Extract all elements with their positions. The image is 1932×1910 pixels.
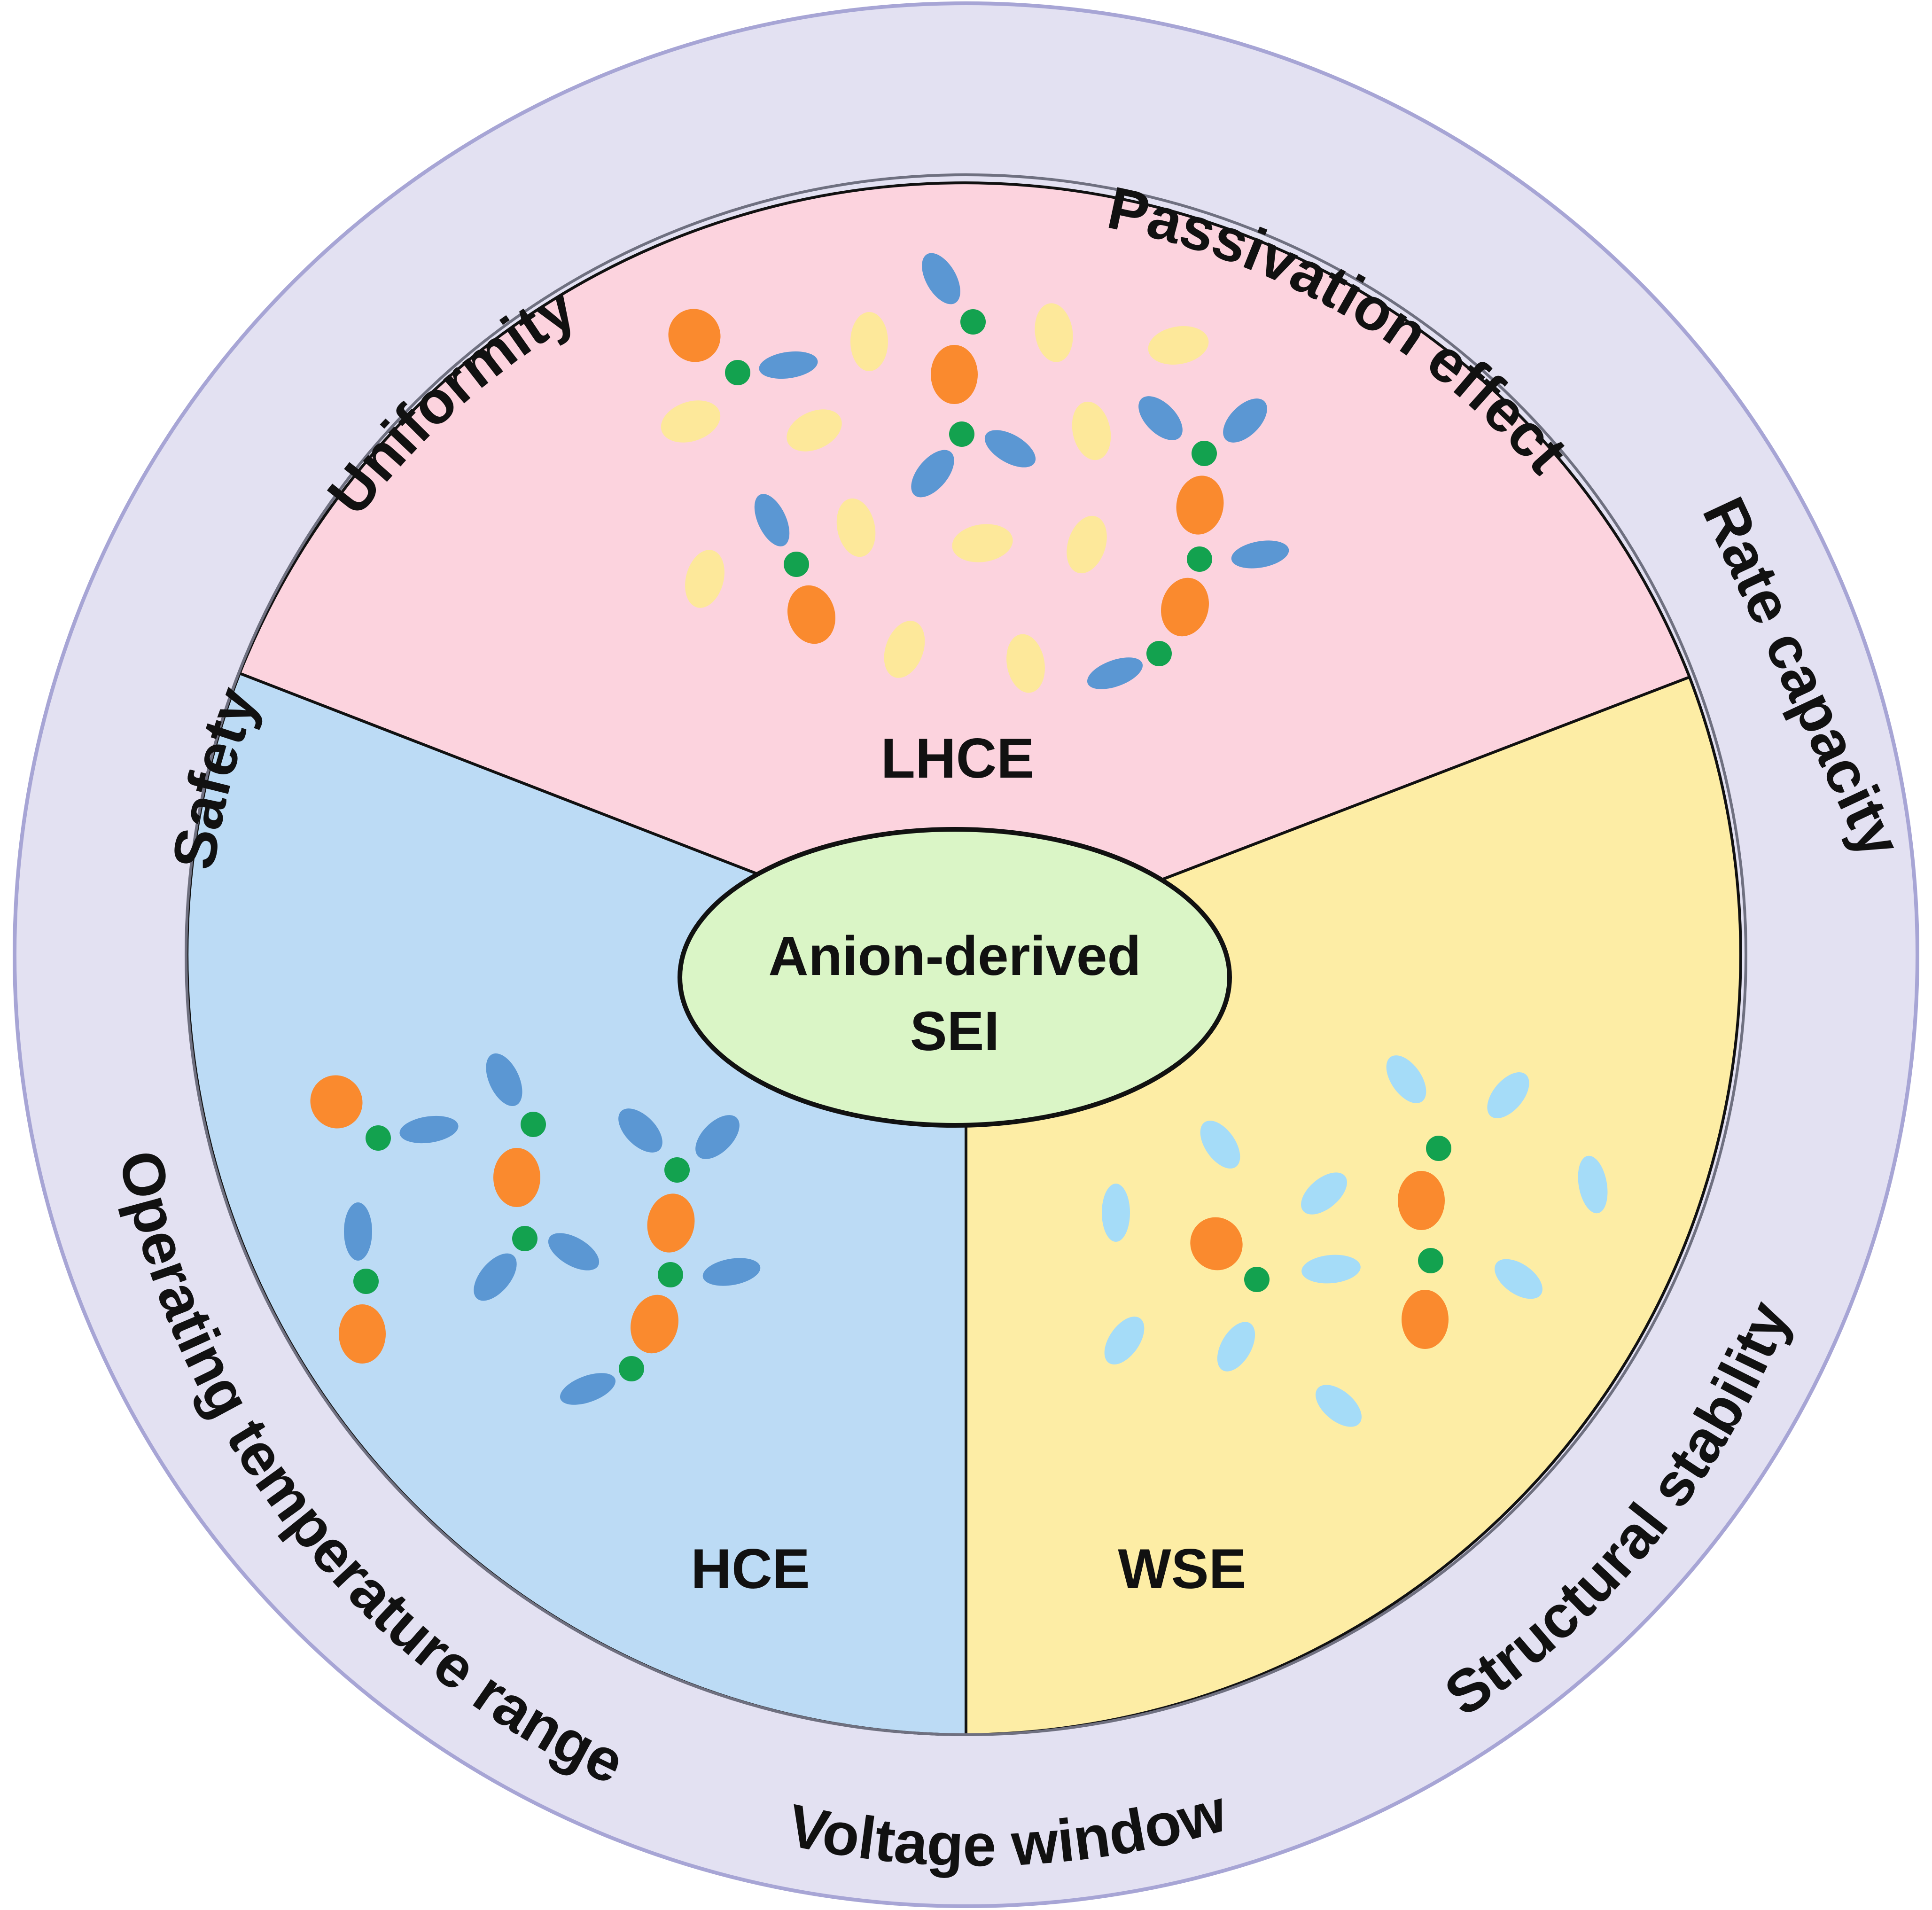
wse-water-molecules xyxy=(1102,1055,1608,1427)
hce-linker-dots xyxy=(353,1112,690,1381)
sector-label-wse: WSE xyxy=(1118,1537,1246,1600)
center-title: Anion-derived xyxy=(768,925,1141,987)
sector-label-lhce: LHCE xyxy=(881,727,1035,790)
lhce-linker-dots xyxy=(725,309,1217,666)
center-subtitle: SEI xyxy=(910,1000,999,1062)
wse-linker-dots xyxy=(1244,1136,1451,1292)
hce-anion-molecules xyxy=(344,1053,761,1405)
wse-cation-molecules xyxy=(1190,1171,1449,1349)
lhce-cation-molecules xyxy=(668,309,1224,644)
sector-label-hce: HCE xyxy=(691,1537,810,1600)
sector-lhce xyxy=(238,181,1691,956)
inner-circle-outline xyxy=(185,173,1747,1736)
lhce-diluent-molecules xyxy=(661,303,1209,693)
hce-cation-molecules xyxy=(310,1075,695,1364)
center-ellipse xyxy=(678,827,1232,1128)
lhce-anion-molecules xyxy=(754,253,1289,689)
